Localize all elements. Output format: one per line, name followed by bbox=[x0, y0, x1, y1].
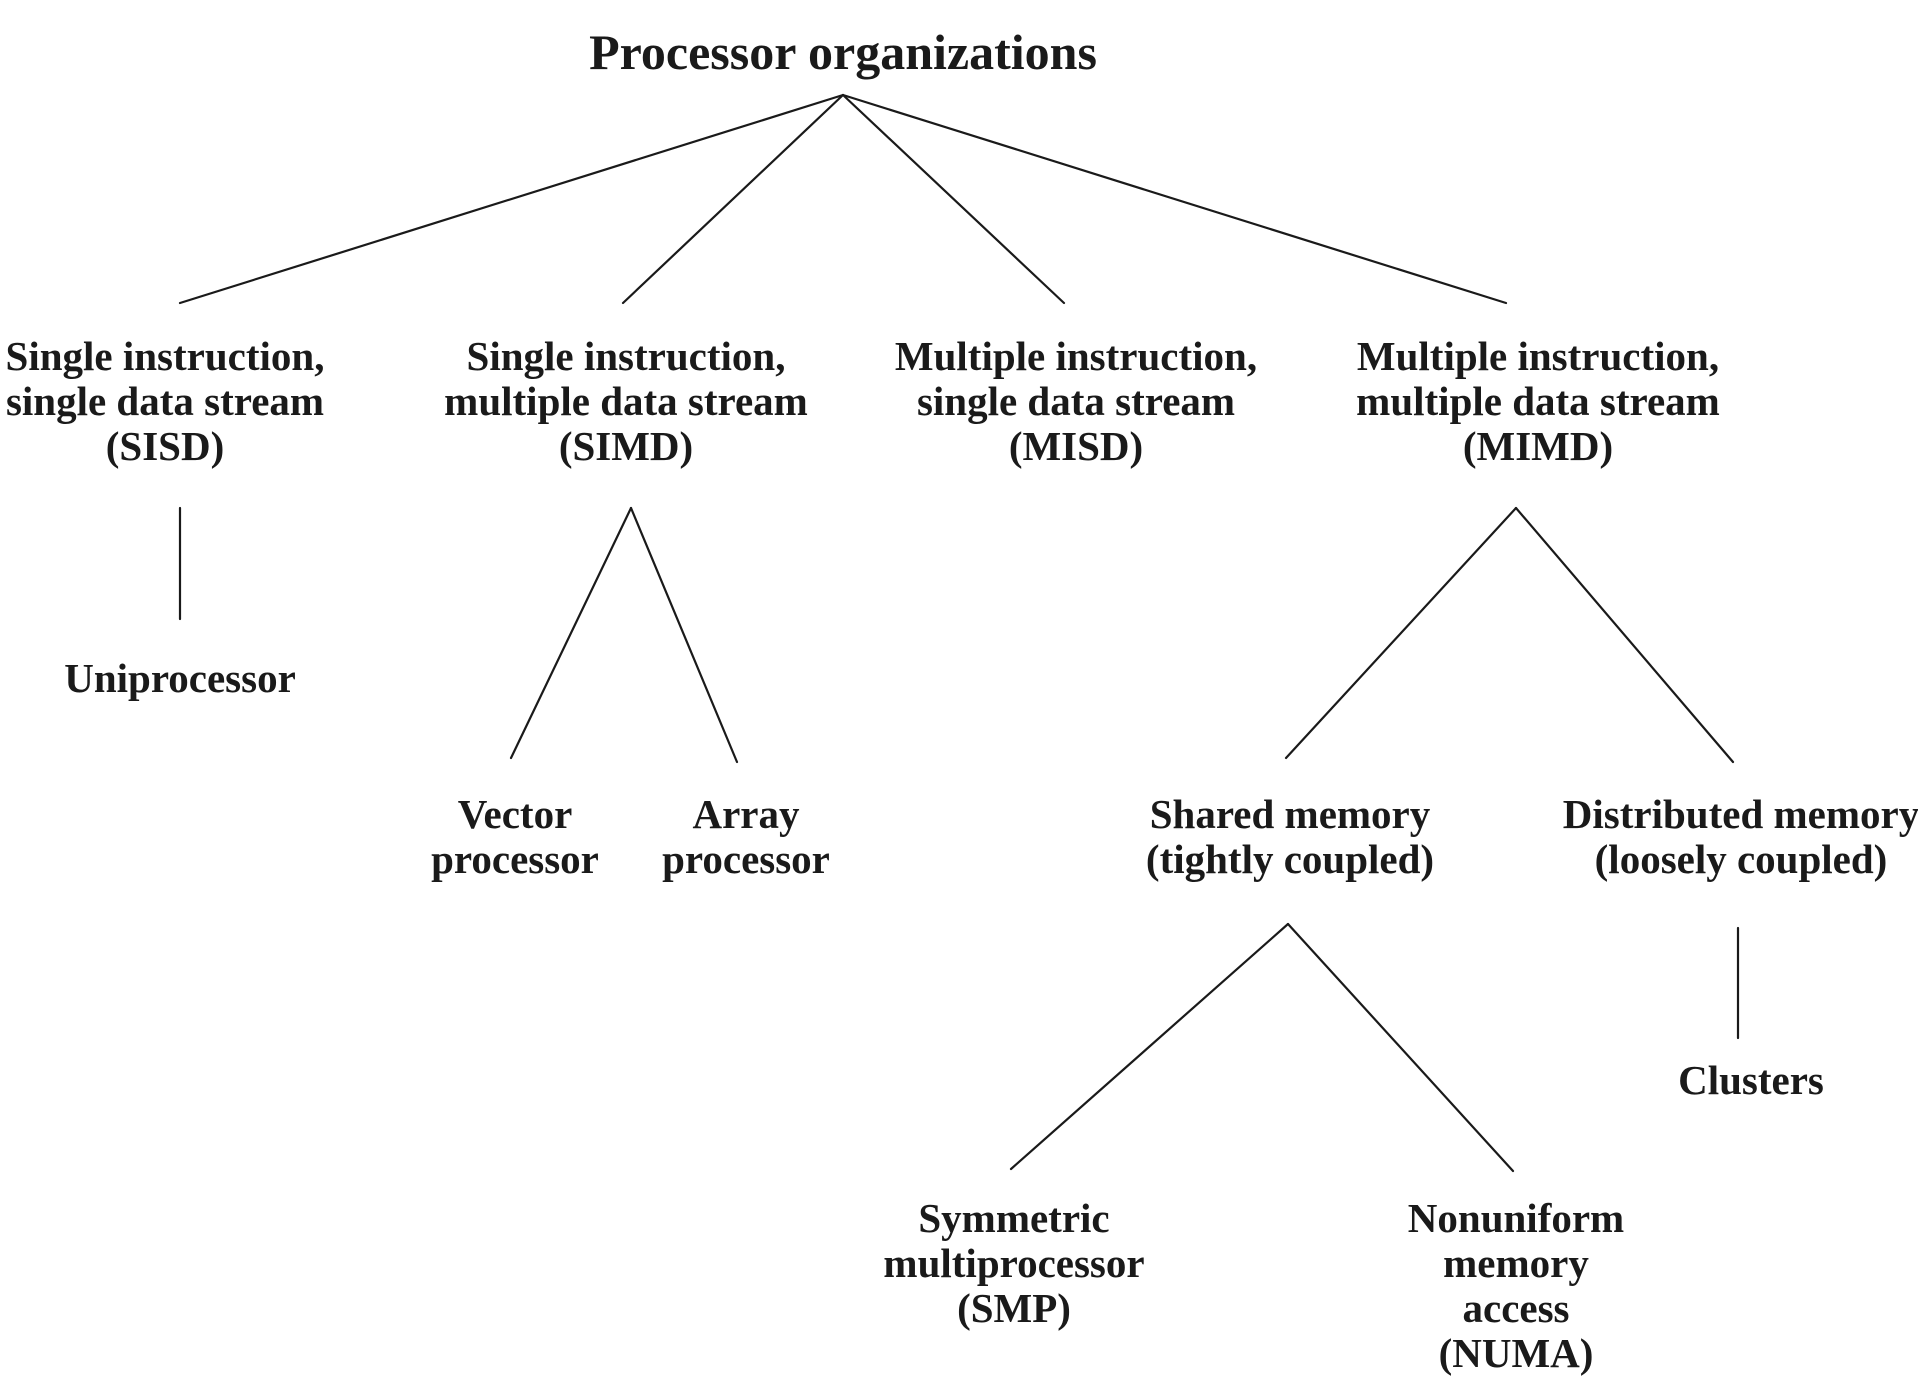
edge-root-misd bbox=[841, 93, 1066, 305]
simd-line-2: multiple data stream bbox=[444, 378, 808, 424]
numa-line-4: (NUMA) bbox=[1438, 1330, 1594, 1376]
edge-root-simd bbox=[621, 93, 845, 305]
mimd-line-3: (MIMD) bbox=[1462, 423, 1614, 469]
numa-line-2: memory bbox=[1443, 1240, 1589, 1286]
sisd-line-1: Single instruction, bbox=[5, 333, 325, 379]
sisd-line-3: (SISD) bbox=[105, 423, 225, 469]
node-numa: Nonuniform memory access (NUMA) bbox=[1408, 1196, 1624, 1376]
simd-line-3: (SIMD) bbox=[558, 423, 694, 469]
edge-simd-array bbox=[629, 506, 739, 764]
node-mimd: Multiple instruction, multiple data stre… bbox=[1356, 334, 1720, 469]
misd-line-3: (MISD) bbox=[1008, 423, 1144, 469]
node-simd: Single instruction, multiple data stream… bbox=[444, 334, 808, 469]
numa-line-1: Nonuniform bbox=[1407, 1195, 1625, 1241]
mimd-line-2: multiple data stream bbox=[1356, 378, 1720, 424]
root-title: Processor organizations bbox=[589, 24, 1097, 80]
node-array-processor: Array processor bbox=[662, 792, 830, 882]
edge-root-mimd bbox=[841, 93, 1508, 305]
edge-root-sisd bbox=[178, 93, 845, 305]
vector-line-1: Vector bbox=[457, 791, 573, 837]
node-shared-memory: Shared memory (tightly coupled) bbox=[1146, 792, 1434, 882]
shared-line-2: (tightly coupled) bbox=[1145, 836, 1435, 882]
smp-line-3: (SMP) bbox=[957, 1285, 1071, 1331]
distributed-line-1: Distributed memory bbox=[1562, 791, 1918, 837]
vector-line-2: processor bbox=[431, 836, 599, 882]
node-distributed-memory: Distributed memory (loosely coupled) bbox=[1563, 792, 1918, 882]
root-node: Processor organizations bbox=[589, 24, 1097, 80]
smp-line-1: Symmetric bbox=[918, 1195, 1110, 1241]
mimd-line-1: Multiple instruction, bbox=[1356, 333, 1720, 379]
edge-simd-vector bbox=[509, 506, 633, 760]
node-uniprocessor: Uniprocessor bbox=[64, 656, 296, 701]
sisd-line-2: single data stream bbox=[5, 378, 325, 424]
edge-mimd-shared bbox=[1284, 506, 1518, 760]
uniprocessor-line-1: Uniprocessor bbox=[64, 655, 296, 701]
node-smp: Symmetric multiprocessor (SMP) bbox=[883, 1196, 1144, 1331]
smp-line-2: multiprocessor bbox=[883, 1240, 1145, 1286]
misd-line-1: Multiple instruction, bbox=[894, 333, 1258, 379]
edge-mimd-distributed bbox=[1514, 506, 1735, 764]
edge-shared-smp bbox=[1009, 922, 1290, 1171]
node-sisd: Single instruction, single data stream (… bbox=[6, 334, 325, 469]
edge-shared-numa bbox=[1286, 922, 1515, 1173]
array-line-1: Array bbox=[692, 791, 800, 837]
shared-line-1: Shared memory bbox=[1149, 791, 1431, 837]
array-line-2: processor bbox=[662, 836, 830, 882]
misd-line-2: single data stream bbox=[916, 378, 1236, 424]
node-misd: Multiple instruction, single data stream… bbox=[895, 334, 1257, 469]
node-vector-processor: Vector processor bbox=[431, 792, 599, 882]
clusters-line-1: Clusters bbox=[1678, 1057, 1824, 1103]
node-clusters: Clusters bbox=[1678, 1058, 1824, 1103]
distributed-line-2: (loosely coupled) bbox=[1594, 836, 1888, 882]
numa-line-3: access bbox=[1462, 1285, 1570, 1331]
simd-line-1: Single instruction, bbox=[466, 333, 786, 379]
